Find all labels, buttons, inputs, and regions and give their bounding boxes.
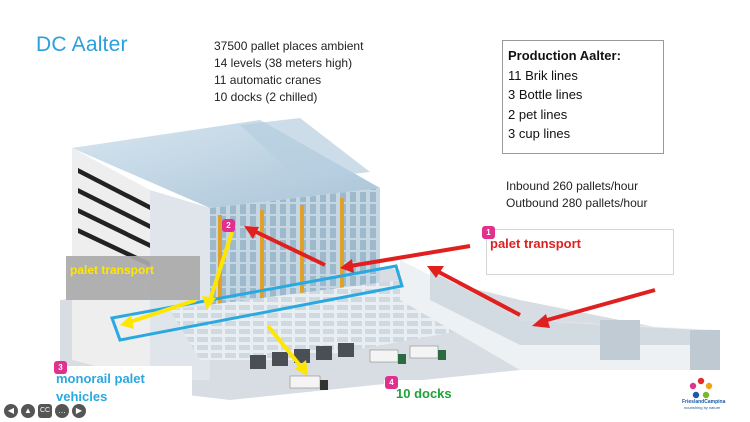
captions-icon[interactable]: CC xyxy=(38,404,52,418)
viewer-controls: ◀ ▲ CC … ▶ xyxy=(4,404,86,420)
pointer-icon[interactable]: ▲ xyxy=(21,404,35,418)
badge-3: 3 xyxy=(54,361,67,374)
more-icon[interactable]: … xyxy=(55,404,69,418)
previous-icon[interactable]: ◀ xyxy=(4,404,18,418)
frieslandcampina-logo: FrieslandCampina nourishing by nature xyxy=(668,376,732,410)
logo-tagline: nourishing by nature xyxy=(684,405,720,410)
badge-2: 2 xyxy=(222,219,235,232)
badge-1: 1 xyxy=(482,226,495,239)
docks-label: 10 docks xyxy=(384,380,538,410)
palet-transport-inbound-label: palet transport xyxy=(486,229,674,275)
docks-text: 10 docks xyxy=(396,386,452,401)
next-icon[interactable]: ▶ xyxy=(72,404,86,418)
palet-transport-outbound-label: palet transport xyxy=(66,256,200,300)
logo-flower-icon xyxy=(686,376,716,400)
monorail-text: monorail palet vehicles xyxy=(56,370,186,406)
palet-transport-outbound-text: palet transport xyxy=(70,263,154,277)
badge-4: 4 xyxy=(385,376,398,389)
palet-transport-inbound-text: palet transport xyxy=(490,236,581,251)
